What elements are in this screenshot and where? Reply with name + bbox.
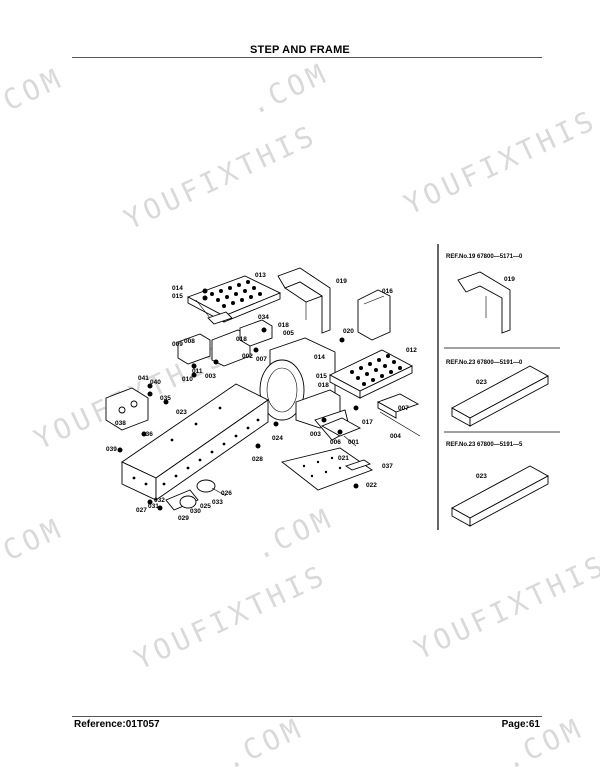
bracket-019: [277, 267, 331, 334]
callout: 022: [366, 482, 377, 489]
ref-label: REF.No.23 67800—5191—5: [446, 442, 523, 448]
callout: 023: [476, 379, 487, 386]
callout: 025: [200, 503, 211, 510]
callout: 026: [221, 490, 232, 497]
callout: 007: [256, 356, 267, 363]
callout: 033: [212, 499, 223, 506]
callout: 014: [314, 354, 325, 361]
callout: 012: [406, 347, 417, 354]
watermark-com: .COM: [0, 61, 69, 126]
bolts: [117, 288, 359, 489]
callout: 040: [150, 379, 161, 386]
ref-panel-019: REF.No.19 67800—5171—0 019: [446, 254, 523, 334]
callout: 018: [236, 336, 247, 343]
callout: 038: [115, 420, 126, 427]
callout: 023: [176, 409, 187, 416]
callout: 005: [283, 330, 294, 337]
lower-components: [147, 479, 227, 511]
callout: 032: [154, 497, 165, 504]
cover-016: [357, 289, 391, 341]
page-number: Page:61: [501, 719, 540, 730]
callout: 023: [476, 473, 487, 480]
callout: 016: [382, 288, 393, 295]
callout: 019: [336, 278, 347, 285]
ref-label: REF.No.23 67800—5191—0: [446, 360, 523, 366]
callout: 013: [255, 272, 266, 279]
transmission-housing: [259, 337, 351, 441]
watermark-text: YOUFIXTHIS: [129, 558, 332, 676]
callout: 007: [398, 405, 409, 412]
callout: 014: [172, 285, 183, 292]
header-rule: [72, 57, 542, 58]
watermark-text: YOUFIXTHIS: [409, 548, 600, 666]
callouts: 013 014 015 019 016 034 018 005 020 018 …: [106, 272, 417, 522]
callout: 006: [330, 439, 341, 446]
callout: 018: [318, 382, 329, 389]
callout: 027: [136, 507, 147, 514]
watermark-text: YOUFIXTHIS: [119, 118, 322, 236]
watermark-text: YOUFIXTHIS: [399, 103, 600, 221]
callout: 021: [338, 455, 349, 462]
watermark-com: .COM: [0, 511, 69, 576]
footer-rule: [72, 716, 542, 717]
ref-panel-023b: REF.No.23 67800—5191—5 023: [446, 442, 549, 527]
step-plate-right: [329, 349, 413, 399]
callout: 037: [382, 463, 393, 470]
plate-021: [280, 447, 373, 491]
callout: 004: [390, 433, 401, 440]
callout: 015: [316, 373, 327, 380]
callout: 010: [182, 376, 193, 383]
page-title: STEP AND FRAME: [250, 44, 350, 56]
callout: 031: [148, 503, 159, 510]
callout: 018: [278, 322, 289, 329]
callout: 035: [160, 395, 171, 402]
callout: 017: [362, 419, 373, 426]
callout: 020: [343, 328, 354, 335]
callout: 039: [106, 446, 117, 453]
callout: 041: [138, 375, 149, 382]
callout: 024: [272, 435, 283, 442]
callout: 002: [242, 353, 253, 360]
callout: 019: [504, 276, 515, 283]
main-frame: [121, 383, 269, 501]
callout: 015: [172, 293, 183, 300]
callout: 003: [310, 431, 321, 438]
reference-code: Reference:01T057: [74, 719, 160, 730]
callout: 029: [178, 515, 189, 522]
callout: 036: [142, 431, 153, 438]
ref-panel-023a: REF.No.23 67800—5191—0 023: [446, 360, 549, 427]
ref-label: REF.No.19 67800—5171—0: [446, 254, 523, 260]
callout: 001: [348, 439, 359, 446]
callout: 011: [192, 368, 203, 375]
callout: 034: [258, 314, 269, 321]
watermark-com: .COM: [249, 501, 339, 566]
watermark-com: .COM: [244, 56, 334, 121]
callout: 030: [190, 508, 201, 515]
callout: 008: [184, 338, 195, 345]
bracket-038: [105, 387, 149, 431]
callout: 003: [205, 373, 216, 380]
callout: 009: [172, 341, 183, 348]
watermark-com: .COM: [219, 711, 309, 776]
reference-panels: REF.No.19 67800—5171—0 019 REF.No.23 678…: [437, 244, 560, 530]
callout: 028: [252, 456, 263, 463]
brackets-right: [320, 393, 421, 447]
brackets-left: [177, 299, 273, 367]
